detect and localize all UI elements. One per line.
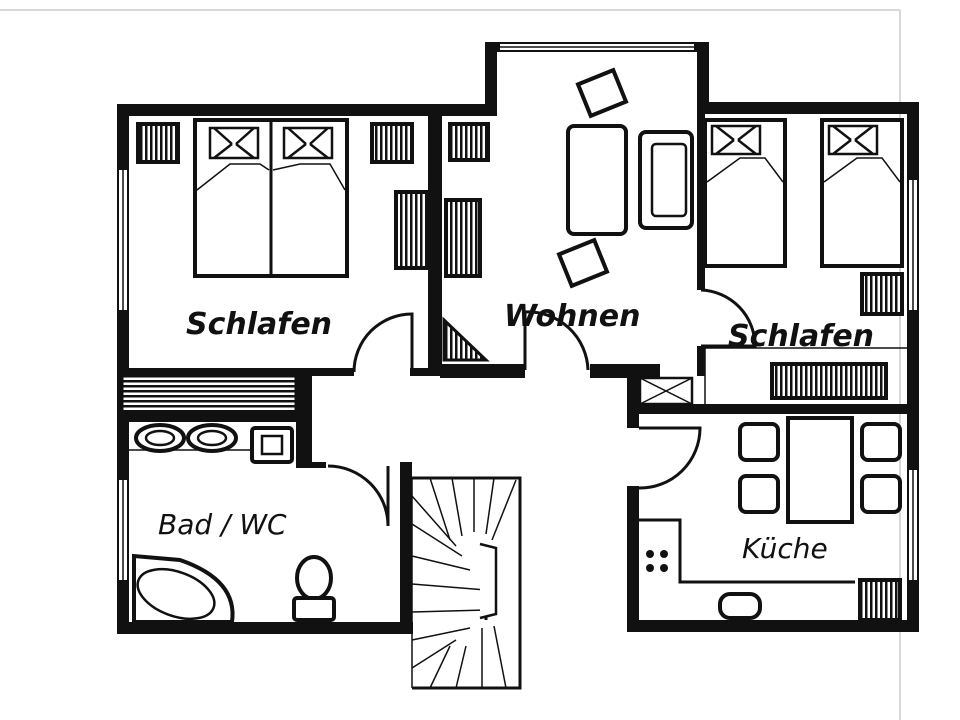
- room-label-bedroom-right: Schlafen: [728, 319, 874, 354]
- living-furniture: [444, 67, 694, 289]
- room-label-bedroom-left: Schlafen: [186, 307, 332, 342]
- windows: [119, 44, 917, 580]
- kitchen-furniture: [639, 416, 902, 622]
- interior-walls: [129, 114, 907, 634]
- bath-furniture: [129, 423, 336, 624]
- room-label-living: Wohnen: [504, 299, 640, 334]
- bedroom-right-furniture: [638, 118, 907, 406]
- bedroom-left-furniture: [120, 118, 430, 416]
- room-label-bath: Bad / WC: [158, 508, 287, 541]
- room-label-kitchen: Küche: [742, 532, 828, 565]
- staircase: [411, 476, 522, 690]
- doors: [327, 288, 757, 527]
